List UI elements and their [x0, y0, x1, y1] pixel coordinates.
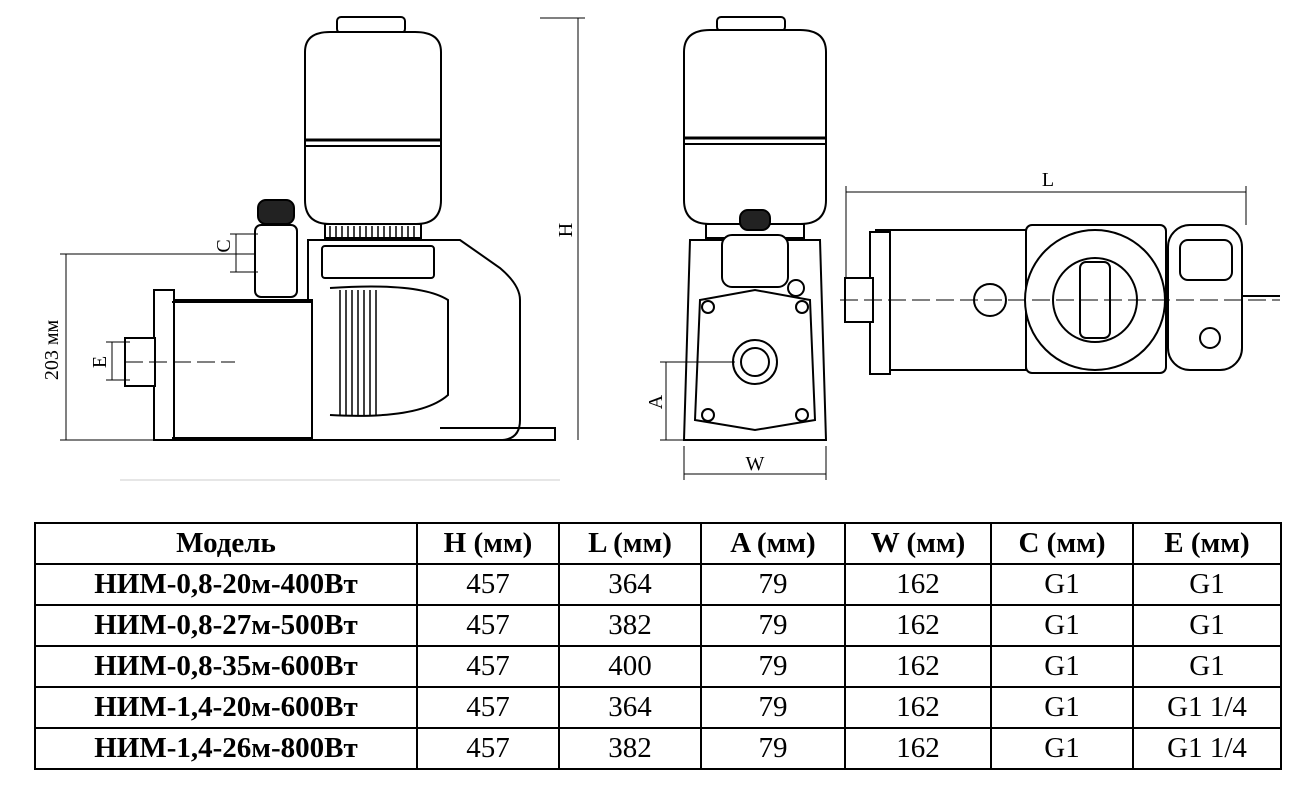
table-row: НИМ-0,8-35м-600Вт 457 400 79 162 G1 G1	[34, 645, 1282, 688]
cell-c: G1	[990, 645, 1134, 688]
table-row: НИМ-1,4-26м-800Вт 457 382 79 162 G1 G1 1…	[34, 727, 1282, 770]
cell-l: 364	[558, 686, 702, 729]
header-e: E (мм)	[1132, 522, 1282, 565]
cell-h: 457	[416, 563, 560, 606]
header-c: C (мм)	[990, 522, 1134, 565]
pump-technical-drawing: 203 мм H C E A W	[41, 16, 1280, 481]
label-203mm: 203 мм	[41, 320, 63, 381]
table-row: НИМ-1,4-20м-600Вт 457 364 79 162 G1 G1 1…	[34, 686, 1282, 729]
cell-model: НИМ-0,8-20м-400Вт	[34, 563, 418, 606]
front-tank-cap	[716, 16, 786, 32]
cell-h: 457	[416, 727, 560, 770]
cell-a: 79	[700, 686, 846, 729]
label-l: L	[1042, 169, 1054, 191]
header-h: H (мм)	[416, 522, 560, 565]
label-h: H	[555, 223, 577, 237]
cell-e: G1	[1132, 604, 1282, 647]
top-control-box	[1167, 224, 1243, 371]
side-view	[60, 16, 585, 481]
label-c: C	[213, 239, 235, 252]
label-a: A	[645, 394, 667, 409]
table-row: НИМ-0,8-27м-500Вт 457 382 79 162 G1 G1	[34, 604, 1282, 647]
cell-w: 162	[844, 645, 992, 688]
cell-l: 382	[558, 604, 702, 647]
cell-e: G1	[1132, 645, 1282, 688]
top-view	[840, 186, 1280, 375]
cell-c: G1	[990, 563, 1134, 606]
cell-h: 457	[416, 686, 560, 729]
table-row: НИМ-0,8-20м-400Вт 457 364 79 162 G1 G1	[34, 563, 1282, 606]
cell-e: G1 1/4	[1132, 686, 1282, 729]
cell-h: 457	[416, 645, 560, 688]
cell-model: НИМ-1,4-20м-600Вт	[34, 686, 418, 729]
header-l: L (мм)	[558, 522, 702, 565]
cell-w: 162	[844, 686, 992, 729]
front-view	[660, 16, 828, 480]
header-w: W (мм)	[844, 522, 992, 565]
spec-table: Модель H (мм) L (мм) A (мм) W (мм) C (мм…	[34, 522, 1282, 770]
cell-h: 457	[416, 604, 560, 647]
cell-model: НИМ-1,4-26м-800Вт	[34, 727, 418, 770]
cell-a: 79	[700, 604, 846, 647]
side-motor-fins	[339, 290, 377, 415]
side-tank-cap	[336, 16, 406, 34]
cell-w: 162	[844, 727, 992, 770]
cell-l: 400	[558, 645, 702, 688]
cell-e: G1 1/4	[1132, 727, 1282, 770]
cell-a: 79	[700, 645, 846, 688]
cell-w: 162	[844, 604, 992, 647]
cell-c: G1	[990, 727, 1134, 770]
side-pressure-tank	[304, 31, 442, 225]
cell-c: G1	[990, 686, 1134, 729]
cell-w: 162	[844, 563, 992, 606]
table-header-row: Модель H (мм) L (мм) A (мм) W (мм) C (мм…	[34, 522, 1282, 565]
side-valve	[254, 224, 298, 298]
label-e: E	[89, 356, 111, 368]
cell-a: 79	[700, 563, 846, 606]
header-model: Модель	[34, 522, 418, 565]
cell-l: 382	[558, 727, 702, 770]
cell-c: G1	[990, 604, 1134, 647]
label-w: W	[746, 453, 765, 475]
top-dimensions	[845, 186, 1247, 278]
side-dimensions	[60, 17, 585, 481]
side-pump-head	[171, 299, 313, 441]
cell-model: НИМ-0,8-27м-500Вт	[34, 604, 418, 647]
front-dimensions	[660, 361, 827, 480]
cell-e: G1	[1132, 563, 1282, 606]
side-tank-knurl	[329, 226, 415, 238]
front-inlet-port	[732, 339, 778, 385]
front-pressure-tank	[683, 29, 827, 225]
cell-model: НИМ-0,8-35м-600Вт	[34, 645, 418, 688]
cell-l: 364	[558, 563, 702, 606]
cell-a: 79	[700, 727, 846, 770]
header-a: A (мм)	[700, 522, 846, 565]
